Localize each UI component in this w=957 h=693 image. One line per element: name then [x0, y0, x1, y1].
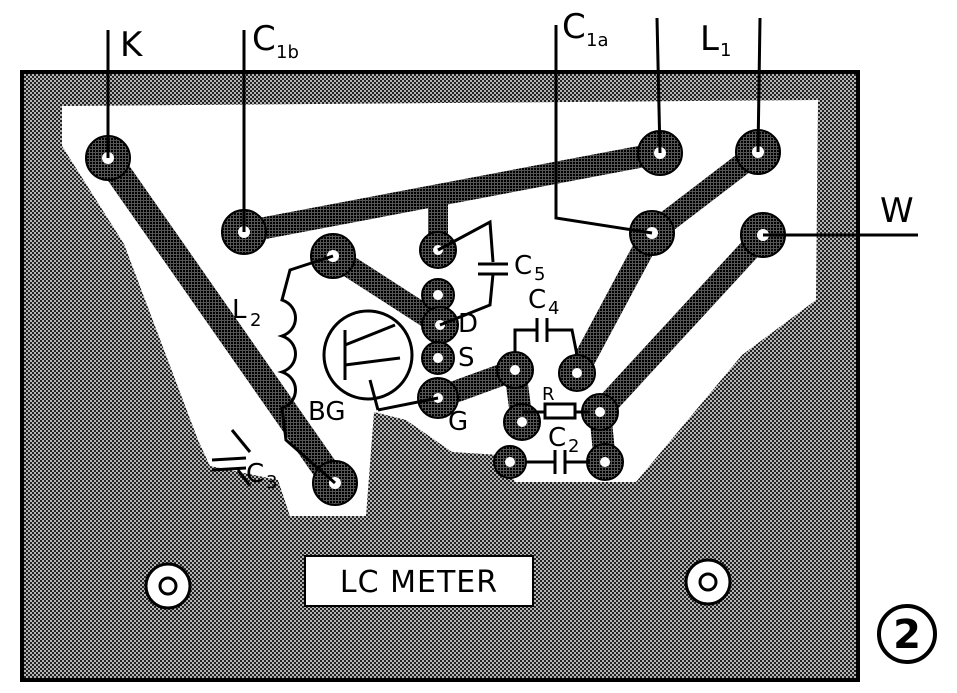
label-k: K — [120, 25, 144, 65]
trace-w — [589, 224, 774, 423]
label-l2: L — [232, 295, 247, 325]
trace-c1a-c4 — [566, 222, 663, 384]
label-g: G — [448, 407, 468, 437]
wire-c1a-top — [655, 17, 662, 154]
label-c3-sub: 3 — [266, 472, 277, 493]
label-c1b: C — [252, 19, 276, 59]
board-label: LC METER — [340, 565, 498, 600]
wire-l1 — [756, 17, 762, 153]
capacitor-c4 — [513, 328, 537, 352]
label-c5: C — [514, 251, 532, 281]
label-c1b-sub: 1b — [276, 42, 299, 63]
label-bg: BG — [308, 397, 346, 427]
label-l1: L — [700, 19, 719, 59]
label-c5-sub: 5 — [534, 264, 545, 285]
wire-c1a — [554, 25, 653, 235]
label-d: D — [458, 309, 478, 339]
mounting-holes — [144, 558, 732, 610]
label-c4: C — [528, 285, 546, 315]
label-l2-sub: 2 — [250, 310, 261, 331]
board-label-plate — [304, 555, 534, 607]
figure-number-circle — [877, 604, 937, 664]
label-l1-sub: 1 — [720, 40, 731, 61]
label-w: W — [880, 191, 914, 231]
label-c1a: C — [562, 7, 586, 47]
trace-k — [95, 145, 348, 496]
capacitor-c5-lead-top — [437, 219, 495, 263]
label-s: S — [458, 343, 475, 373]
label-r: R — [542, 384, 555, 405]
capacitor-c5-lead-bottom — [439, 273, 495, 327]
figure-number: 2 — [893, 612, 921, 658]
inductor-l2 — [277, 254, 336, 485]
label-c1a-sub: 1a — [586, 30, 608, 51]
lead-wires — [106, 17, 918, 237]
trace-c1b-c1a — [233, 142, 671, 243]
label-c4-sub: 4 — [548, 298, 559, 319]
label-c2: C — [548, 423, 566, 453]
transistor-bg-body — [322, 309, 414, 401]
label-c3: C — [246, 459, 264, 489]
label-c2-sub: 2 — [568, 436, 579, 457]
capacitor-c3 — [211, 456, 247, 462]
components — [211, 219, 590, 487]
